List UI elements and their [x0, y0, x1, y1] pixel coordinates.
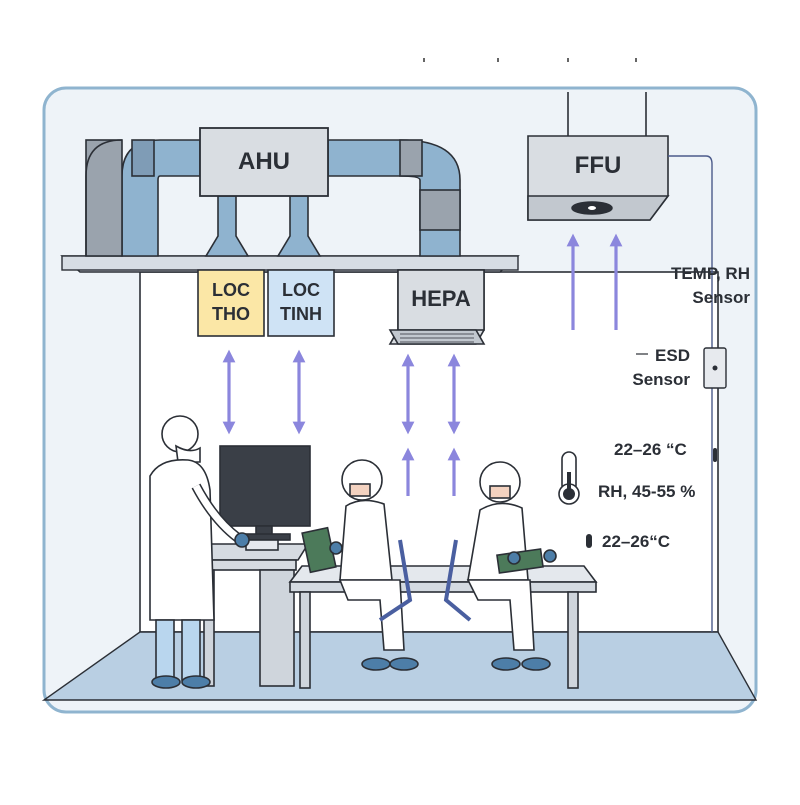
- fan-icon: [571, 201, 613, 215]
- seated-operator-left: [301, 459, 419, 671]
- humidity-reading: RH, 45-55 %: [598, 482, 696, 501]
- esd-sensor-label-line1: ESD: [655, 346, 690, 365]
- fine-filter-box: [267, 269, 335, 337]
- esd-sensor-label-line2: Sensor: [632, 370, 690, 389]
- temperature-reading-2: 22–26“C: [602, 532, 671, 551]
- standing-operator: [149, 415, 250, 689]
- coarse-filter-box: [197, 269, 265, 337]
- computer-workstation: [188, 445, 311, 687]
- coarse-filter-label-line2: THO: [212, 304, 250, 324]
- temp-rh-sensor-label-line1: TEMP, RH: [670, 264, 750, 283]
- thermometer-icon: [558, 451, 580, 505]
- fine-filter-label-line2: TINH: [280, 304, 322, 324]
- sensor-cable: [668, 155, 713, 632]
- probe-icon: [586, 534, 592, 548]
- airflow-arrows: [222, 233, 623, 496]
- ffu-unit: [527, 92, 670, 221]
- seated-operator-right: [443, 461, 557, 671]
- coarse-filter-label-line1: LOC: [212, 280, 250, 300]
- fine-filter-label-line1: LOC: [282, 280, 320, 300]
- temp-rh-sensor-label-line2: Sensor: [692, 288, 750, 307]
- temperature-reading-1: 22–26 “C: [614, 440, 687, 459]
- ceiling-marks: [423, 58, 637, 62]
- ffu-label: FFU: [574, 152, 622, 179]
- hepa-unit: [388, 269, 486, 345]
- hepa-grille: [400, 333, 474, 343]
- ahu-unit: [199, 127, 329, 197]
- hepa-label: HEPA: [411, 286, 471, 311]
- ahu-label: AHU: [238, 148, 290, 175]
- ductwork: [85, 139, 461, 257]
